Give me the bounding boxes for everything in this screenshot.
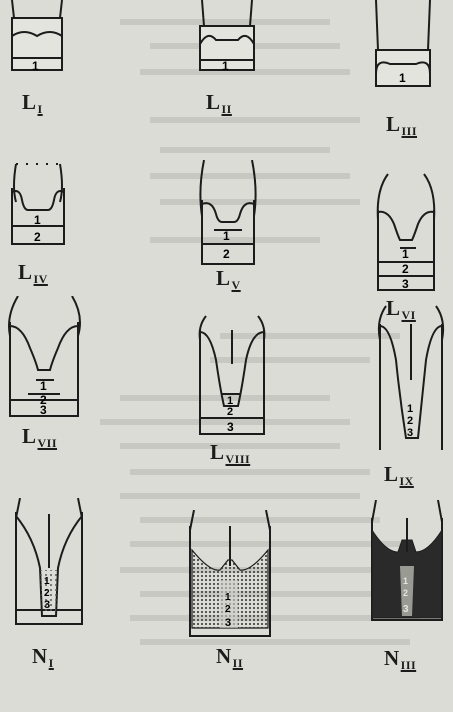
segment-label: 1 (222, 59, 229, 73)
figure-N3: 1 2 3 (362, 500, 452, 624)
segment-label: 3 (227, 420, 234, 434)
figure-N2: 1 2 3 (180, 510, 280, 640)
segment-label: 3 (407, 427, 413, 439)
segment-label: 1 (407, 403, 413, 415)
figure-L7: 1 2 3 (2, 296, 86, 420)
figure-N1: 1 2 3 (4, 498, 94, 628)
figure-label-N2: NII (216, 646, 243, 669)
figure-L4: 1 2 (2, 158, 74, 248)
figure-label-N3: NIII (384, 648, 416, 671)
figure-label-L8: LVIII (210, 442, 250, 465)
figure-label-L4: LIV (18, 262, 48, 285)
segment-label: 2 (34, 230, 41, 244)
segment-label: 1 (225, 592, 231, 603)
segment-label: 3 (225, 617, 231, 629)
segment-label: 3 (40, 403, 47, 417)
segment-label: 2 (402, 262, 409, 276)
figure-label-L1: LI (22, 92, 43, 115)
segment-label: 2 (44, 588, 50, 599)
figure-L5: 1 2 (190, 160, 266, 270)
segment-label: 1 (402, 247, 409, 261)
segment-label: 1 (32, 59, 39, 73)
segment-label: 2 (227, 406, 233, 418)
segment-label: 1 (223, 229, 230, 243)
figure-label-N1: NI (32, 646, 54, 669)
figure-L8: 1 2 3 (192, 310, 272, 440)
figure-label-L3: LIII (386, 114, 417, 137)
segment-label: 1 (34, 213, 41, 227)
segment-label: 2 (403, 588, 408, 598)
figure-L6: 1 2 3 (366, 170, 446, 296)
figure-label-L7: LVII (22, 426, 57, 449)
segment-label: 2 (223, 247, 230, 261)
figure-L1: 1 (4, 0, 70, 80)
figure-L9: 1 2 3 (372, 300, 450, 452)
figure-L2: 1 (194, 0, 260, 80)
figure-label-L5: LV (216, 268, 241, 291)
segment-label: 3 (44, 599, 50, 611)
segment-label: 1 (399, 71, 406, 85)
segment-label: 1 (44, 576, 50, 587)
segment-label: 1 (40, 379, 47, 393)
figure-label-L9: LIX (384, 464, 414, 487)
segment-label: 2 (225, 604, 231, 615)
figure-label-L2: LII (206, 92, 232, 115)
segment-label: 1 (403, 576, 408, 586)
figure-L3: 1 (368, 0, 438, 92)
segment-label: 3 (402, 277, 409, 291)
segment-label: 2 (407, 415, 413, 427)
segment-label: 3 (403, 604, 409, 615)
